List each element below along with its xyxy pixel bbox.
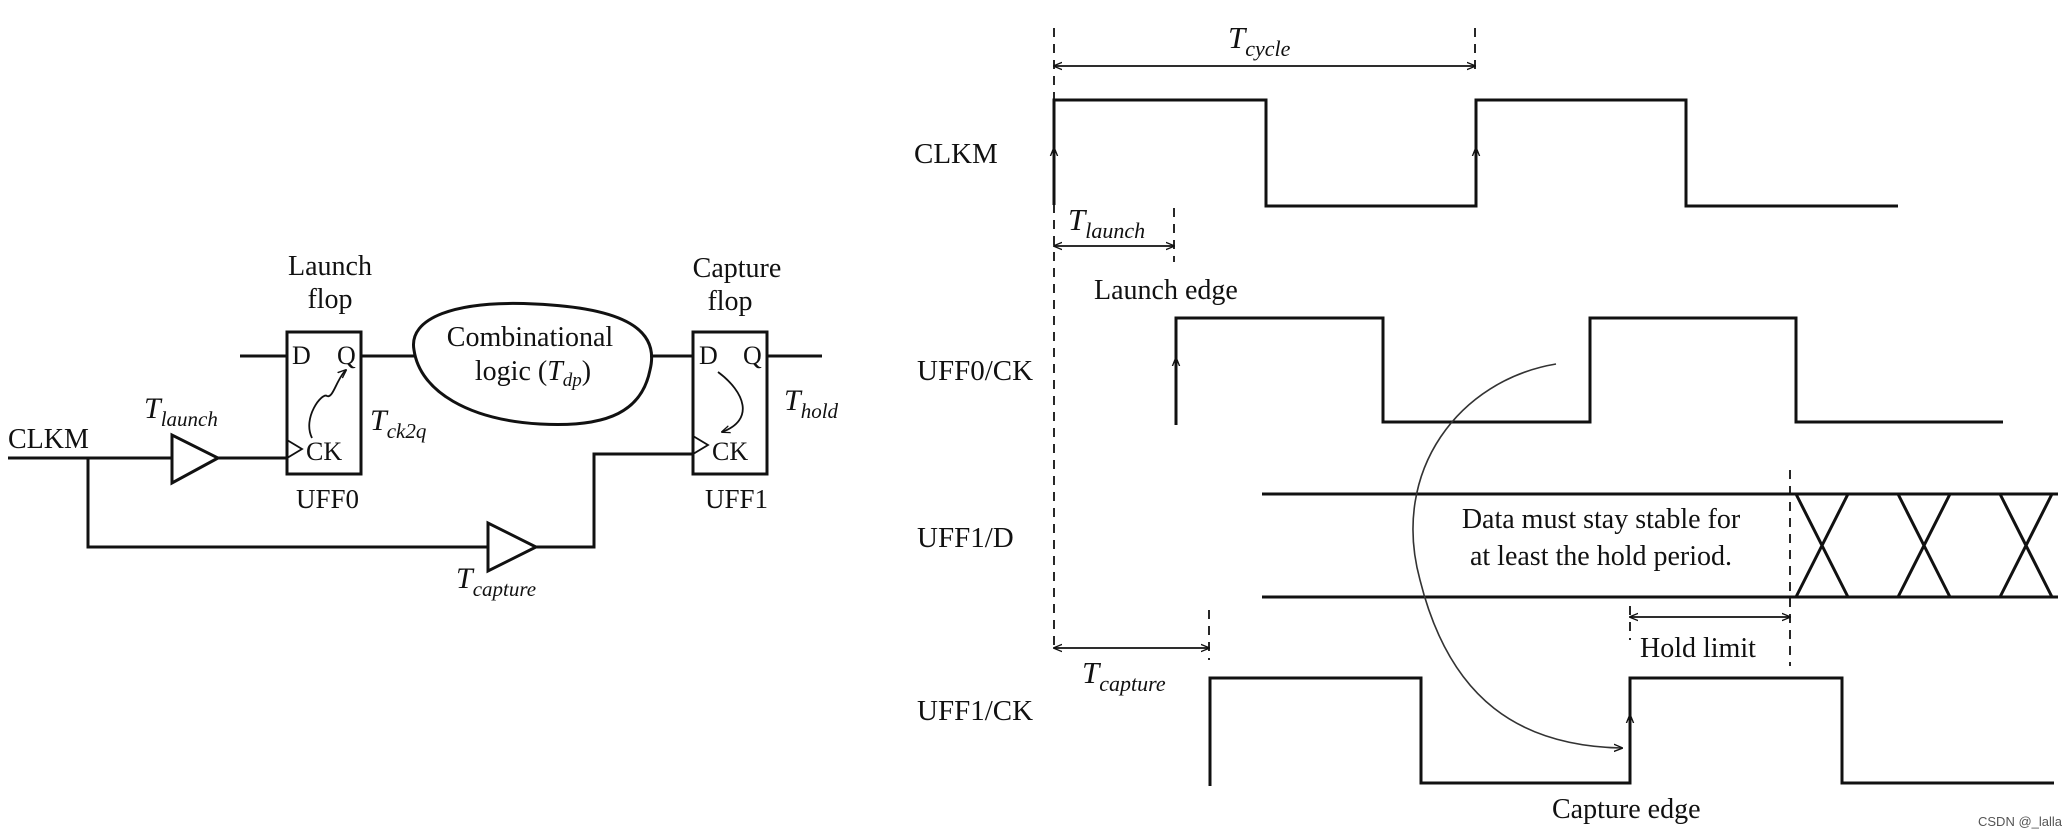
uff1-label: UFF1 (705, 484, 768, 514)
t-cycle-label: Tcycle (1228, 20, 1291, 61)
uff0-flop (285, 330, 363, 476)
uff1-hold-arrow (717, 371, 744, 432)
t-launch-circuit-label: Tlaunch (144, 392, 218, 431)
uff1-ck-waveform (1208, 676, 2054, 786)
uff0-pin-q: Q (337, 341, 356, 370)
t-hold-label: Thold (784, 384, 839, 423)
uff0-pin-ck: CK (306, 437, 342, 466)
launch-flop-title-line1: Launch (288, 251, 372, 282)
sig-uff1-d-label: UFF1/D (917, 522, 1014, 554)
uff0-clock-triangle (286, 438, 304, 460)
launch-buffer (170, 432, 222, 486)
capture-buffer-out-wire (536, 452, 693, 549)
comb-logic-line2: logic (Tdp) (475, 356, 591, 391)
t-capture-timing-label: Tcapture (1082, 655, 1166, 696)
uff1-pin-ck: CK (712, 437, 748, 466)
t-capture-circuit-label: Tcapture (456, 562, 536, 601)
uff1-pin-q: Q (743, 341, 762, 370)
t-launch-timing-label: Tlaunch (1068, 202, 1145, 243)
capture-flop-title-line2: flop (707, 286, 752, 317)
watermark: CSDN @_lalla (1978, 814, 2063, 829)
timing-waveforms: CLKM UFF0/CK UFF1/D UFF1/CK Tcycle Tlaun… (914, 20, 2058, 825)
launch-to-capture-curve (1412, 363, 1622, 748)
sig-uff0-ck-label: UFF0/CK (917, 355, 1033, 387)
clkm-waveform (1052, 98, 1898, 208)
capture-edge-label: Capture edge (1552, 794, 1701, 825)
uff0-ck2q-arrow (308, 370, 346, 439)
uff1-pin-d: D (699, 341, 718, 370)
launch-flop-title-line2: flop (307, 284, 352, 315)
sig-uff1-ck-label: UFF1/CK (917, 695, 1033, 727)
hold-note-line1: Data must stay stable for (1462, 504, 1741, 535)
combinational-logic-blob (412, 301, 654, 427)
circuit-schematic: CLKM Launch flop Capture flop D Q CK D Q… (8, 251, 839, 601)
uff1-d-transition-1 (1794, 493, 1850, 598)
hold-limit-label: Hold limit (1640, 633, 1756, 664)
hold-note-line2: at least the hold period. (1470, 541, 1732, 572)
uff1-d-transition-3 (1998, 493, 2054, 598)
uff1-flop (691, 330, 769, 476)
capture-buffer (486, 520, 540, 574)
clkm-label: CLKM (8, 424, 89, 455)
sig-clkm-label: CLKM (914, 138, 998, 170)
uff0-label: UFF0 (296, 484, 359, 514)
comb-logic-line1: Combinational (447, 322, 614, 353)
uff1-clock-triangle (692, 434, 710, 456)
uff0-pin-d: D (292, 341, 311, 370)
t-ck2q-label: Tck2q (370, 404, 427, 443)
uff1-d-transition-2 (1896, 493, 1952, 598)
capture-flop-title-line1: Capture (693, 253, 782, 284)
capture-branch-wire (86, 458, 488, 549)
launch-edge-label: Launch edge (1094, 275, 1238, 306)
uff0-ck-waveform (1174, 316, 2003, 425)
